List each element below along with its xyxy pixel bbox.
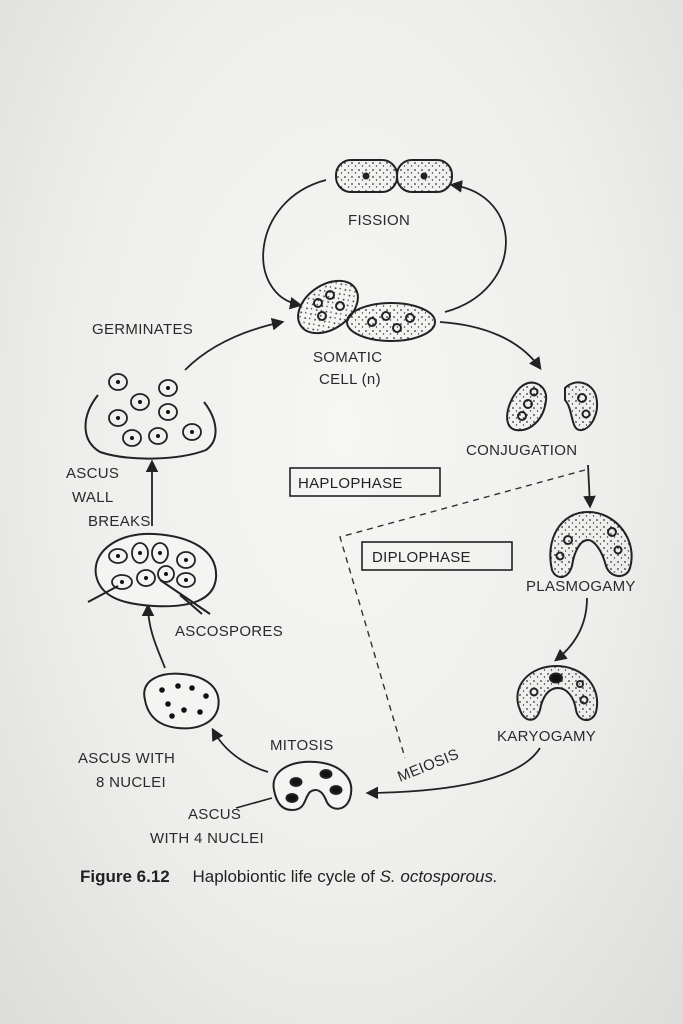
conjugation-label: CONJUGATION bbox=[466, 442, 577, 459]
haplophase-box bbox=[289, 467, 441, 497]
phase-boundary-line bbox=[339, 469, 586, 759]
ascus4-leader-line bbox=[235, 797, 273, 809]
germinates-arrow bbox=[184, 317, 285, 371]
caption-text: Haplobiontic life cycle of bbox=[193, 867, 380, 886]
plasmogamy-label: PLASMOGAMY bbox=[526, 578, 636, 595]
ascus8-label-line2: 8 NUCLEI bbox=[96, 774, 166, 791]
somatic-to-conjugation-arrow bbox=[439, 321, 542, 371]
ascus8-label-line1: ASCUS WITH bbox=[78, 750, 175, 767]
figure-number: Figure 6.12 bbox=[80, 867, 170, 886]
meiosis-arrow bbox=[365, 747, 541, 800]
germinates-label: GERMINATES bbox=[92, 321, 193, 338]
caption-species: S. octosporous. bbox=[380, 867, 498, 886]
ascospores-label: ASCOSPORES bbox=[175, 623, 283, 640]
karyogamy-label: KARYOGAMY bbox=[497, 728, 596, 745]
released-ascospores bbox=[84, 373, 217, 460]
karyogamy-cell bbox=[516, 664, 599, 721]
diplophase-box bbox=[361, 541, 513, 571]
ascus-wall-label-line1: ASCUS bbox=[66, 465, 119, 482]
mitosis-arrow bbox=[211, 727, 269, 773]
fission-label: FISSION bbox=[348, 212, 410, 229]
meiosis-label: MEIOSIS bbox=[395, 746, 461, 786]
ascus4-label-line2: WITH 4 NUCLEI bbox=[150, 830, 264, 847]
diplophase-label: DIPLOPHASE bbox=[372, 549, 471, 566]
ascus-8-nuclei bbox=[143, 672, 220, 730]
ascus-wall-label-line3: BREAKS bbox=[88, 513, 151, 530]
somatic-label-line2: CELL (n) bbox=[319, 371, 381, 388]
ascus-ascospores bbox=[87, 532, 218, 615]
conjugation-cells bbox=[506, 381, 598, 432]
ascus8-to-ascospores-arrow bbox=[141, 603, 166, 669]
somatic-cells bbox=[297, 279, 436, 342]
ascus-4-nuclei bbox=[272, 760, 353, 812]
ascus4-label-line1: ASCUS bbox=[188, 806, 241, 823]
plasmogamy-to-karyogamy-arrow bbox=[554, 597, 588, 662]
somatic-label-line1: SOMATIC bbox=[313, 349, 382, 366]
conjugation-to-plasmogamy-arrow bbox=[583, 464, 596, 509]
fission-left-arrow bbox=[262, 179, 327, 310]
mitosis-label: MITOSIS bbox=[270, 737, 334, 754]
haplophase-label: HAPLOPHASE bbox=[298, 475, 403, 492]
ascus-wall-label-line2: WALL bbox=[72, 489, 114, 506]
plasmogamy-cell bbox=[549, 510, 633, 578]
figure-caption: Figure 6.12 Haplobiontic life cycle of S… bbox=[80, 867, 498, 886]
fission-right-arrow bbox=[444, 180, 507, 313]
fission-cells bbox=[335, 159, 453, 193]
